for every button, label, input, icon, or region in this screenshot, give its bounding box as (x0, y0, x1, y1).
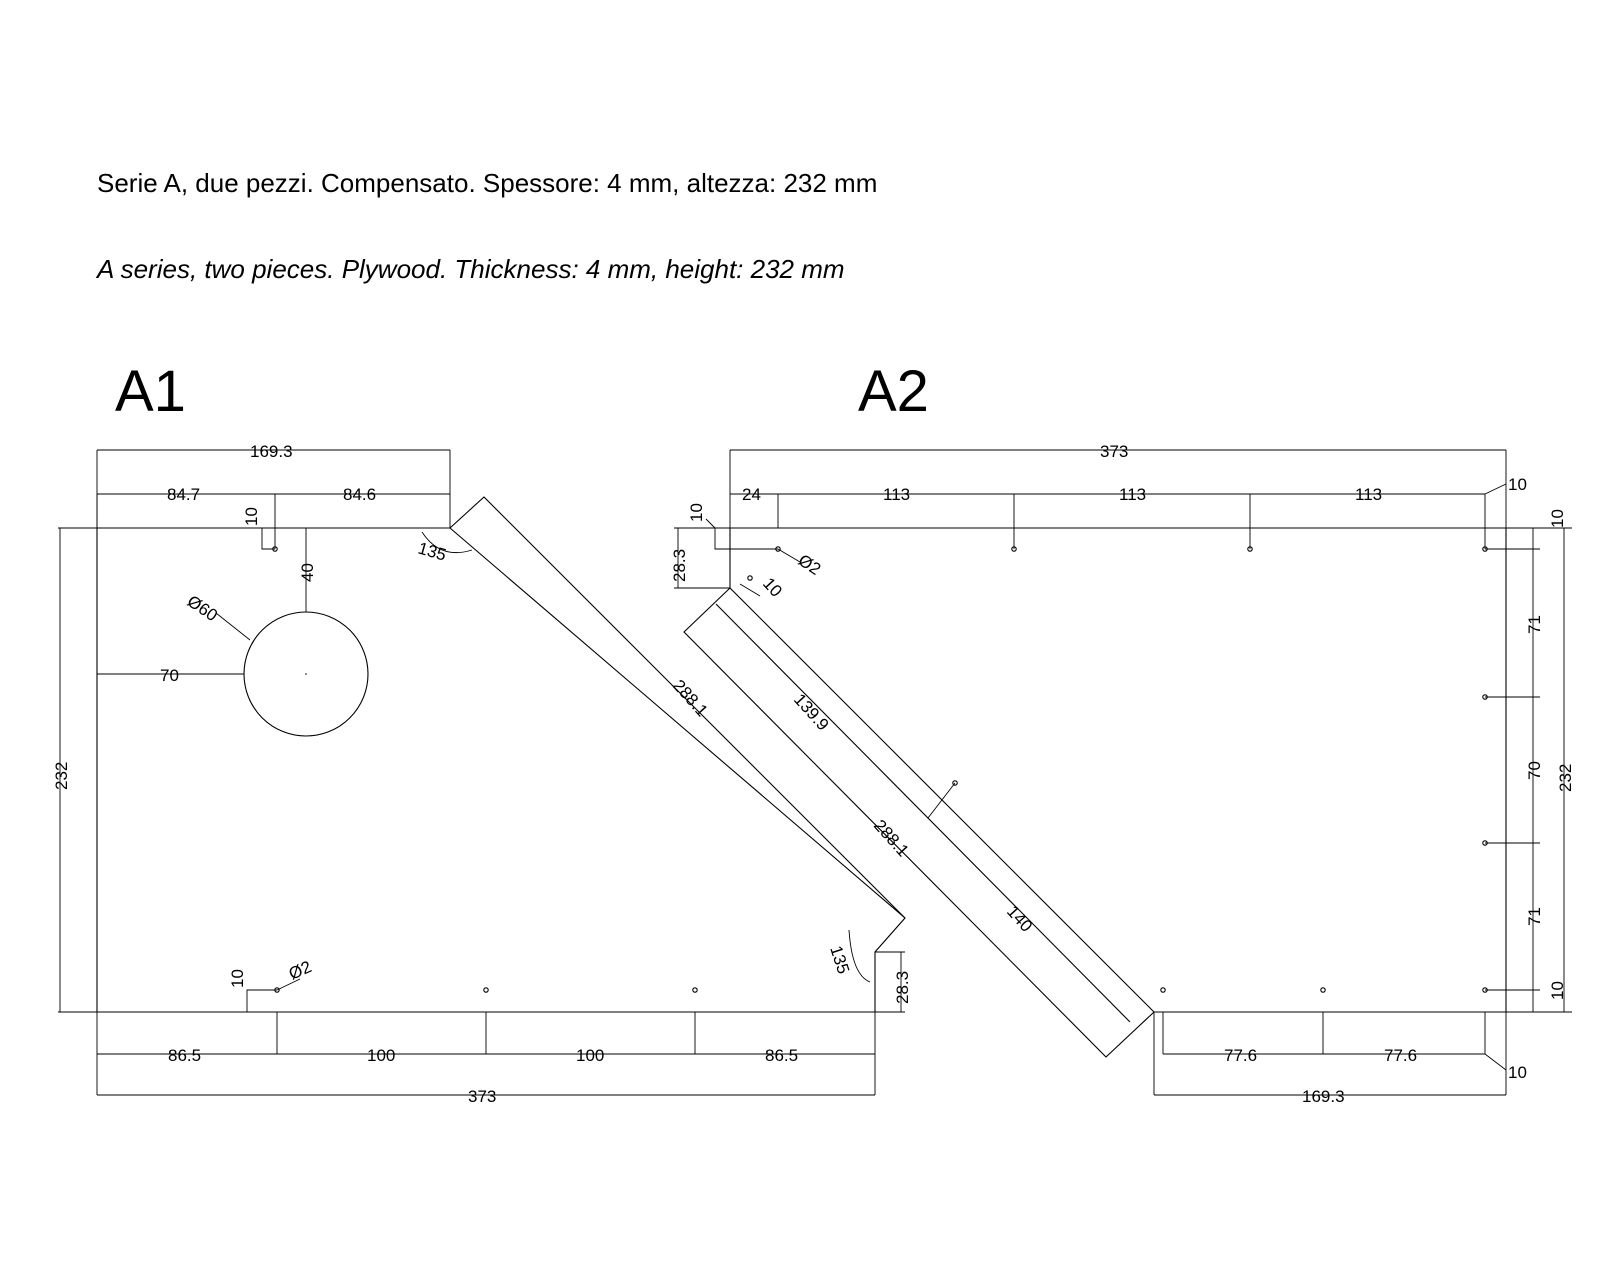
dim-top-total: 373 (1100, 442, 1128, 461)
dim-right-offset-top: 10 (1548, 509, 1567, 528)
dim-height: 232 (1556, 764, 1575, 792)
piece-a1: 169.3 84.7 84.6 10 40 Ø60 70 232 135 288… (52, 442, 912, 1106)
dim-bottom-1: 86.5 (168, 1046, 201, 1065)
dim-line (96, 449, 451, 528)
caption-english: A series, two pieces. Plywood. Thickness… (97, 254, 845, 284)
dim-line (261, 528, 275, 550)
dim-line (777, 548, 801, 563)
dim-height: 232 (52, 762, 71, 790)
dim-bottom-2: 77.6 (1384, 1046, 1417, 1065)
piece-a1-outline (96, 527, 906, 1013)
dim-diagonal: 288.1 (669, 676, 712, 720)
dim-hole-diameter: Ø2 (286, 957, 314, 984)
dim-line (875, 951, 905, 1013)
dim-line (927, 782, 956, 819)
screw-hole (483, 987, 489, 993)
dim-top-4: 113 (1355, 485, 1382, 504)
dim-line (1485, 528, 1540, 1012)
slot-line (715, 603, 1131, 1023)
dim-bottom-total: 169.3 (1302, 1087, 1345, 1106)
dim-hole-offset-top: 10 (242, 507, 261, 526)
dim-line (1484, 483, 1507, 495)
dim-line (729, 449, 1507, 528)
dim-bevel: 28.3 (670, 549, 689, 582)
dim-line (96, 1012, 876, 1095)
dim-right-1: 71 (1525, 615, 1544, 634)
dim-top-left: 84.7 (167, 485, 200, 504)
dim-bevel: 28.3 (893, 971, 912, 1004)
circle-center-mark (305, 673, 307, 675)
dim-bottom-1: 77.6 (1224, 1046, 1257, 1065)
dim-line (730, 493, 1486, 549)
dim-diagonal: 288.1 (870, 816, 913, 860)
dim-line (215, 612, 251, 641)
dim-right-3: 71 (1525, 907, 1544, 926)
dim-line (1506, 527, 1572, 1013)
dim-right-2: 70 (1525, 761, 1544, 780)
caption-italian: Serie A, due pezzi. Compensato. Spessore… (97, 168, 878, 198)
screw-hole (1160, 987, 1166, 993)
dim-bottom-2: 100 (367, 1046, 395, 1065)
dim-line (96, 493, 450, 549)
dim-line (421, 531, 473, 554)
piece-a1-title: A1 (115, 359, 186, 424)
screw-hole (952, 780, 958, 786)
dim-line (739, 583, 761, 597)
dim-line (705, 518, 778, 550)
screw-hole (1320, 987, 1326, 993)
dim-bottom-3: 100 (576, 1046, 604, 1065)
dim-top-3: 113 (1119, 485, 1146, 504)
dim-right-offset-bottom: 10 (1548, 981, 1567, 1000)
dim-angle-top: 135 (416, 539, 449, 565)
piece-a1-bevel-strip (449, 496, 906, 919)
dim-top-right: 84.6 (343, 485, 376, 504)
piece-a2-outline (729, 527, 1507, 1013)
dim-line (1162, 1012, 1486, 1055)
dim-line (246, 978, 301, 1012)
dim-slot-part-2: 140 (1003, 902, 1036, 936)
dim-bottom-right-offset: 10 (1508, 1063, 1527, 1082)
screw-hole (747, 575, 753, 581)
dim-slot-part-1: 139.9 (790, 690, 833, 734)
dim-angle-bottom: 135 (826, 943, 853, 976)
dim-top-1: 24 (742, 485, 761, 504)
dim-circle-offset-left: 70 (160, 666, 179, 685)
piece-a2: 373 24 113 113 113 10 10 28.3 Ø2 10 139.… (670, 442, 1575, 1106)
dim-top-total: 169.3 (250, 442, 293, 461)
dim-line (1153, 1012, 1507, 1096)
dim-line (1484, 1053, 1507, 1071)
dim-bottom-4: 86.5 (765, 1046, 798, 1065)
dim-bottom-total: 373 (468, 1087, 496, 1106)
dim-top-2: 113 (883, 485, 910, 504)
dim-circle-diameter: Ø60 (184, 592, 221, 626)
dim-line (58, 527, 97, 1013)
dim-line (674, 527, 730, 589)
dim-circle-offset-top: 40 (298, 563, 317, 582)
dim-line (848, 929, 871, 983)
dim-top-right-offset: 10 (1508, 475, 1527, 494)
piece-a2-title: A2 (858, 359, 929, 424)
screw-hole (692, 987, 698, 993)
dim-hole-diameter: Ø2 (795, 551, 824, 579)
dim-slot-offset: 10 (759, 574, 786, 601)
piece-a2-bevel-strip (683, 587, 1155, 1058)
dim-hole-offset-bottom: 10 (228, 969, 247, 988)
dim-hole-offset-top: 10 (687, 503, 706, 522)
